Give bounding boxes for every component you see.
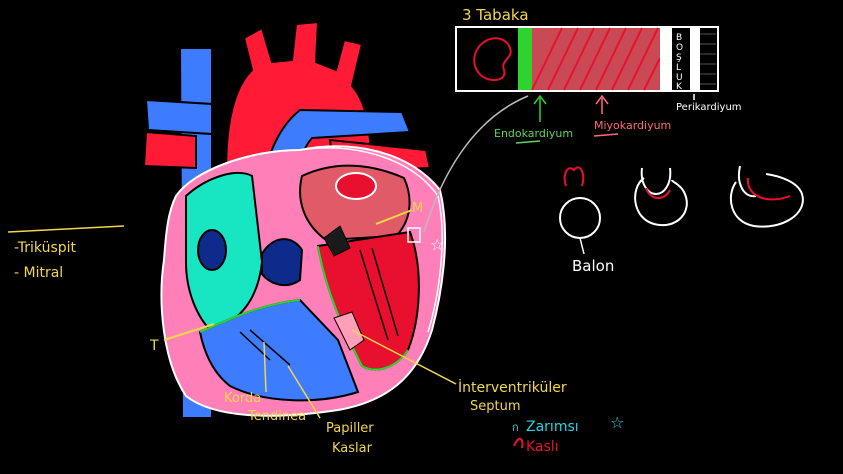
arrow-endokardiyum (533, 94, 547, 122)
balloon-2-inner (645, 187, 671, 199)
bosluk-letter-3: Ş (676, 53, 682, 63)
balloon-sketches: Balon (559, 165, 804, 275)
label-tendinea: Tendinea (247, 409, 306, 424)
label-trikuspit: -Triküspit (14, 240, 77, 256)
balloon-1-circle (559, 197, 601, 239)
pulmonary-vein-opening (335, 172, 377, 200)
legend-zarimsi: Zarımsı (526, 419, 579, 435)
heart-illustration (142, 20, 447, 419)
endocardium-outline-right (199, 299, 301, 333)
myocardium-hatching (531, 27, 661, 91)
legend-icon-kasli (513, 437, 524, 449)
label-mitral: - Mitral (14, 265, 63, 281)
label-septum: Septum (470, 399, 521, 414)
endocardium-band (518, 28, 532, 90)
star-marker-heart: ☆ (430, 235, 444, 254)
endokardiyum-underline (515, 140, 541, 144)
m-pointer-line (375, 209, 413, 225)
pulmonary-artery-left (142, 130, 197, 170)
left-underline (7, 225, 125, 233)
balloon-3-inner (746, 177, 791, 201)
legend-icon-zarimsi: ก (512, 421, 519, 434)
tricuspid-opening (197, 229, 227, 271)
balloon-3 (729, 165, 804, 228)
t-pointer-line (163, 323, 215, 341)
bosluk-letter-5: U (676, 73, 683, 83)
label-miyokardiyum: Miyokardiyum (594, 119, 671, 132)
bosluk-letter-6: K (676, 82, 683, 92)
title-3-tabaka: 3 Tabaka (462, 6, 529, 24)
septum-pointer-line (351, 329, 457, 385)
aortic-valve-opening (261, 238, 304, 287)
label-perikardiyum: Perikardiyum (676, 102, 742, 113)
legend-star-icon: ☆ (610, 413, 624, 432)
t-marker: T (149, 338, 159, 354)
bosluk-space (672, 28, 690, 90)
miyokardiyum-underline (593, 133, 619, 137)
layer-strip (455, 26, 719, 92)
label-endokardiyum: Endokardiyum (494, 127, 573, 140)
balloon-pointer (579, 237, 585, 255)
papiller-pointer-line (287, 365, 321, 419)
label-kaslar: Kaslar (332, 441, 373, 456)
mitral-valve (323, 225, 351, 257)
endocardium-outline-left (317, 245, 409, 371)
balloon-1-finger (563, 166, 585, 187)
arrow-miyokardiyum (595, 94, 609, 114)
chamber-blob (473, 37, 512, 81)
m-marker: M (412, 201, 423, 216)
balloon-2 (634, 167, 688, 227)
bosluk-letter-1: B (676, 33, 682, 43)
label-balon: Balon (572, 257, 614, 275)
pericardium-inner-line (299, 147, 443, 333)
pulmonary-vein-left (144, 98, 213, 136)
chordae-line-2 (249, 329, 291, 366)
label-interventrikuler: İnterventriküler (458, 378, 567, 396)
zoom-box (407, 227, 421, 243)
bosluk-letter-4: L (676, 63, 681, 73)
legend-kasli: Kaslı (526, 439, 559, 455)
chordae-line-4 (371, 247, 399, 337)
label-papiller: Papiller (326, 421, 374, 436)
chordae-line-3 (359, 249, 389, 341)
layer-strip-frame (455, 26, 719, 92)
interventricular-septum (333, 311, 365, 351)
pericardium-hatching (700, 33, 716, 85)
korda-pointer-line (263, 341, 267, 393)
label-korda: Korda (224, 391, 261, 406)
bosluk-letter-2: O (676, 43, 683, 53)
zoom-arrow (423, 95, 529, 233)
